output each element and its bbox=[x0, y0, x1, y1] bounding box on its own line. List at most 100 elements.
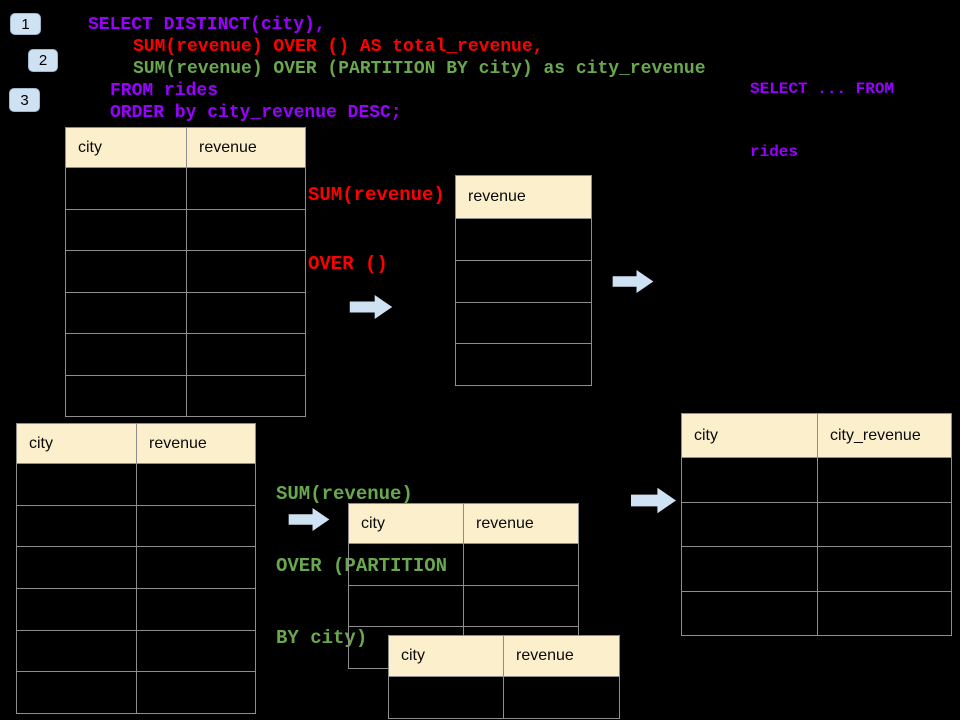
arrow-right-icon bbox=[286, 508, 332, 536]
table-row bbox=[681, 457, 952, 503]
table-row bbox=[681, 590, 952, 636]
table-cell bbox=[186, 167, 306, 210]
table-row bbox=[348, 543, 579, 586]
table-row bbox=[348, 584, 579, 628]
annotation-total-revenue: SUM(revenue) OVER () bbox=[308, 138, 445, 322]
table-cell bbox=[136, 546, 256, 590]
sql-line-from: FROM rides bbox=[110, 81, 219, 101]
annotation-total-line-1: SUM(revenue) bbox=[308, 184, 445, 206]
step-badge-2: 2 bbox=[28, 49, 58, 72]
table-row bbox=[65, 291, 306, 334]
table-cell bbox=[186, 208, 306, 251]
table-cell bbox=[463, 543, 579, 586]
annotation-total-line-2: OVER () bbox=[308, 253, 388, 275]
table-cell bbox=[455, 301, 592, 345]
table-cell bbox=[136, 463, 256, 506]
table-row bbox=[65, 167, 306, 210]
table-cell bbox=[65, 374, 187, 417]
table-cell bbox=[16, 671, 137, 715]
table-row bbox=[455, 343, 592, 387]
table-cell bbox=[817, 457, 952, 503]
column-header: city bbox=[388, 635, 504, 677]
table-cell bbox=[503, 676, 620, 719]
table-row bbox=[681, 501, 952, 547]
table-cell bbox=[817, 546, 952, 592]
table-cell bbox=[136, 671, 256, 715]
table-row bbox=[16, 588, 256, 631]
sql-line-select: SELECT DISTINCT(city), bbox=[88, 15, 326, 35]
table-cell bbox=[817, 501, 952, 547]
column-header: city bbox=[348, 503, 464, 544]
table-row bbox=[681, 546, 952, 592]
table-cell bbox=[65, 167, 187, 210]
table-row bbox=[455, 218, 592, 261]
table-row bbox=[16, 546, 256, 590]
column-header: revenue bbox=[186, 127, 306, 168]
table-row bbox=[16, 629, 256, 673]
table-cell bbox=[16, 629, 137, 673]
column-header: city_revenue bbox=[817, 413, 952, 458]
table-cell bbox=[455, 343, 592, 387]
table-row bbox=[65, 374, 306, 417]
table-row bbox=[16, 504, 256, 548]
side-note-line-2: rides bbox=[750, 143, 799, 161]
table-cell bbox=[65, 208, 187, 251]
table-cell bbox=[65, 291, 187, 334]
table-row bbox=[455, 301, 592, 345]
sql-line-order-by: ORDER by city_revenue DESC; bbox=[110, 103, 402, 123]
total-revenue-column: revenue bbox=[455, 175, 592, 387]
table-cell bbox=[455, 218, 592, 261]
table-cell bbox=[186, 291, 306, 334]
arrow-right-icon bbox=[631, 487, 676, 519]
sql-line-city-revenue: SUM(revenue) OVER (PARTITION BY city) as… bbox=[133, 59, 706, 79]
table-cell bbox=[136, 588, 256, 631]
table-total-revenue-column: revenue bbox=[455, 175, 592, 387]
step-badge-1: 1 bbox=[10, 13, 41, 35]
table-row bbox=[388, 676, 620, 719]
column-header: revenue bbox=[463, 503, 579, 544]
column-header: city bbox=[681, 413, 818, 458]
table-cell bbox=[817, 590, 952, 636]
table-row bbox=[65, 333, 306, 376]
table-cell bbox=[16, 504, 137, 548]
column-header: revenue bbox=[503, 635, 620, 677]
table-row bbox=[16, 671, 256, 715]
arrow-right-icon bbox=[348, 295, 394, 324]
side-note-select-from-rides: SELECT ... FROM rides bbox=[750, 37, 894, 205]
column-header: revenue bbox=[455, 175, 592, 219]
table-row bbox=[16, 463, 256, 506]
table-cell bbox=[681, 457, 818, 503]
table-cell bbox=[16, 546, 137, 590]
table-cell bbox=[136, 504, 256, 548]
table-cell bbox=[463, 584, 579, 628]
table-cell bbox=[136, 629, 256, 673]
header-row: revenue bbox=[455, 175, 592, 219]
step-badge-3: 3 bbox=[9, 88, 40, 112]
arrow-right-icon bbox=[610, 270, 656, 298]
table-cell bbox=[681, 546, 818, 592]
table-row bbox=[65, 250, 306, 293]
table-row bbox=[455, 259, 592, 303]
table-cell bbox=[186, 333, 306, 376]
table-row bbox=[65, 208, 306, 251]
column-header: revenue bbox=[136, 423, 256, 464]
table-cell bbox=[65, 250, 187, 293]
annotation-partition-line-1: SUM(revenue) bbox=[276, 483, 413, 505]
table-cell bbox=[388, 676, 504, 719]
column-header: city bbox=[65, 127, 187, 168]
table-cell bbox=[455, 259, 592, 303]
sql-line-total-revenue: SUM(revenue) OVER () AS total_revenue, bbox=[133, 37, 544, 57]
table-cell bbox=[186, 250, 306, 293]
